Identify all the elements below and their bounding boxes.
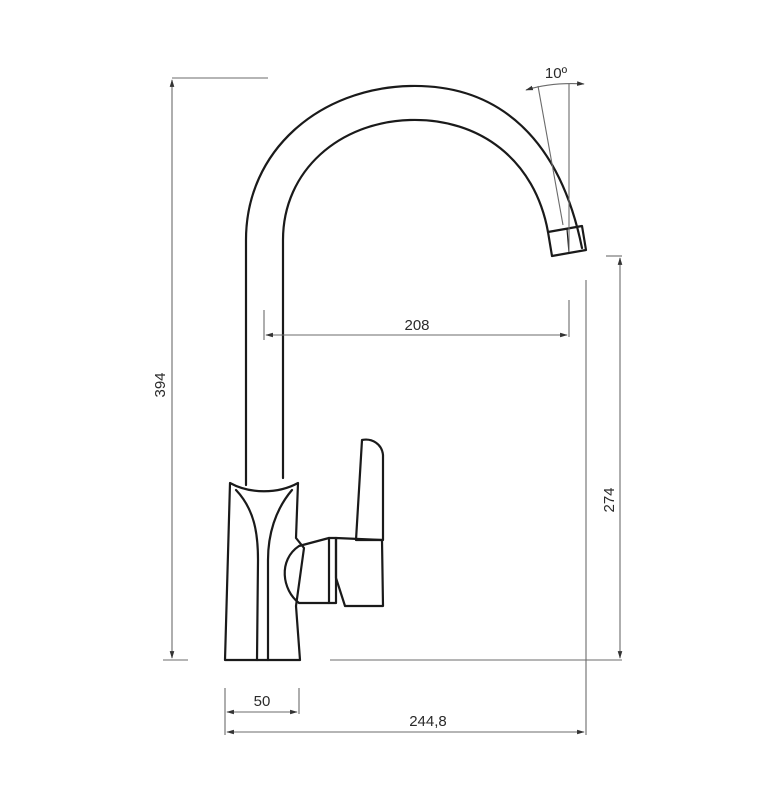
dimension-outlet-height: 274 [330, 255, 623, 661]
body-base [223, 481, 306, 662]
spout-outer [244, 84, 584, 487]
dim-label-244-8: 244,8 [409, 713, 447, 730]
dim-label-394: 394 [152, 372, 169, 397]
spout-nozzle [546, 224, 588, 258]
dimension-spout-reach: 208 [263, 300, 570, 340]
dim-label-10deg: 10º [545, 65, 568, 82]
dimension-spout-angle: 10º [525, 65, 585, 252]
dim-label-208: 208 [404, 317, 429, 334]
body-groove-left [234, 488, 260, 662]
lever-base [334, 536, 385, 608]
lever-handle [354, 438, 385, 542]
faucet-body [223, 84, 588, 662]
body-groove-right [266, 488, 294, 662]
spout-inner [281, 118, 550, 480]
dimension-total-depth: 244,8 [226, 713, 585, 735]
dim-label-50: 50 [254, 693, 271, 710]
dimension-base-width: 50 [224, 688, 300, 735]
valve-cartridge [283, 536, 331, 605]
dimension-total-height: 394 [152, 77, 268, 661]
dim-label-274: 274 [601, 487, 618, 512]
